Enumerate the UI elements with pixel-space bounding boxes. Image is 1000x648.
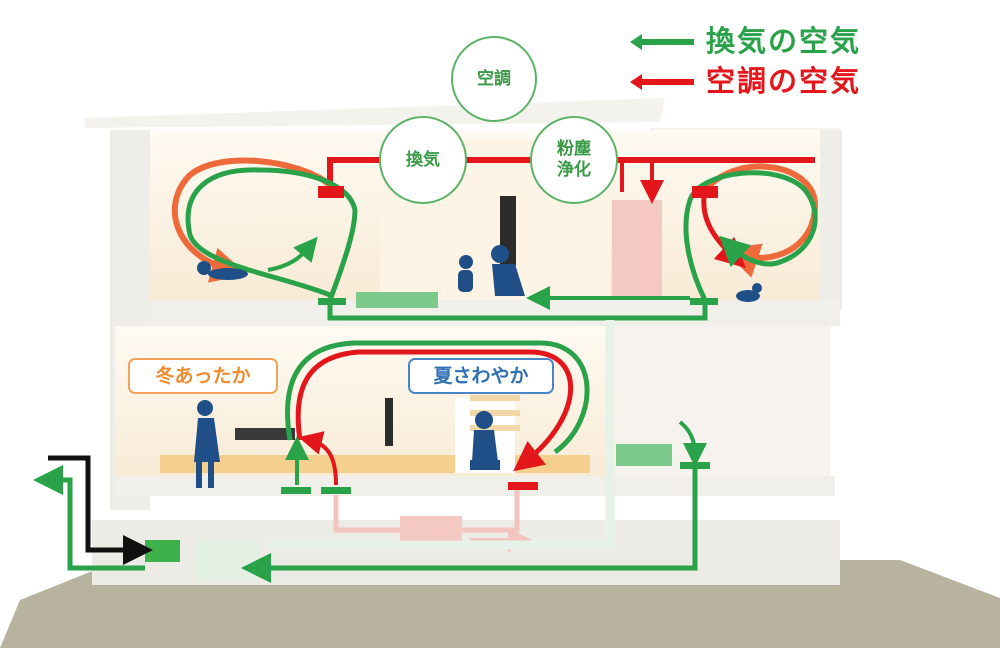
legend-item-ventilation: 換気の空気 bbox=[628, 22, 928, 62]
red-arrow-icon bbox=[630, 74, 694, 90]
vent-red-lower bbox=[508, 482, 538, 490]
aircon-bubble-label: 空調 bbox=[477, 68, 511, 89]
legend-aircon-label: 空調の空気 bbox=[706, 64, 862, 98]
underfloor-white-duct bbox=[265, 320, 615, 550]
dust-purification-label-line2: 浄化 bbox=[557, 160, 591, 180]
legend-item-aircon: 空調の空気 bbox=[628, 62, 928, 102]
summer-cool-tag: 夏さわやか bbox=[408, 358, 554, 394]
outdoor-exhaust-green bbox=[33, 465, 145, 571]
woman-figure bbox=[194, 400, 220, 488]
exhaust-green-duct bbox=[241, 462, 698, 583]
vent-green-upper-right bbox=[690, 298, 718, 305]
winter-warm-tag: 冬あったか bbox=[128, 358, 278, 394]
legend: 換気の空気 空調の空気 bbox=[628, 22, 928, 102]
fresh-air-intake-black bbox=[48, 455, 153, 565]
lower-green-loop bbox=[285, 340, 590, 455]
vent-green-lower-left-2 bbox=[321, 487, 351, 494]
lower-red-curve-arrow bbox=[298, 431, 338, 486]
aircon-bubble: 空調 bbox=[451, 36, 537, 122]
crawling-baby-figure bbox=[197, 261, 248, 280]
vents bbox=[281, 186, 718, 494]
vent-green-lower-right bbox=[680, 462, 710, 469]
center-red-down-arrows bbox=[620, 160, 652, 192]
legend-ventilation-label: 換気の空気 bbox=[706, 24, 862, 58]
vent-green-upper-left bbox=[318, 298, 346, 305]
kneeling-parent-figure bbox=[491, 245, 525, 296]
cat-figure bbox=[736, 283, 762, 302]
toddler-figure bbox=[458, 255, 473, 292]
figures bbox=[194, 245, 762, 488]
dust-purification-bubble: 粉塵 浄化 bbox=[530, 116, 618, 204]
upper-green-arrow-left bbox=[267, 236, 318, 272]
vent-red-upper-right bbox=[692, 186, 718, 198]
lower-right-green-arrow bbox=[678, 420, 707, 467]
lower-red-loop bbox=[295, 349, 574, 472]
upper-left-red-loop bbox=[171, 157, 332, 283]
ventilation-bubble-label: 換気 bbox=[406, 149, 440, 170]
green-arrow-icon bbox=[630, 34, 694, 50]
ventilation-bubble: 換気 bbox=[379, 116, 467, 204]
upper-right-green-loop bbox=[683, 170, 818, 302]
upper-green-duct bbox=[185, 167, 708, 321]
vent-green-lower-left-1 bbox=[281, 487, 311, 494]
vent-red-upper-left bbox=[318, 186, 344, 198]
seated-man-figure bbox=[470, 411, 500, 470]
dust-purification-label-line1: 粉塵 bbox=[557, 139, 591, 159]
